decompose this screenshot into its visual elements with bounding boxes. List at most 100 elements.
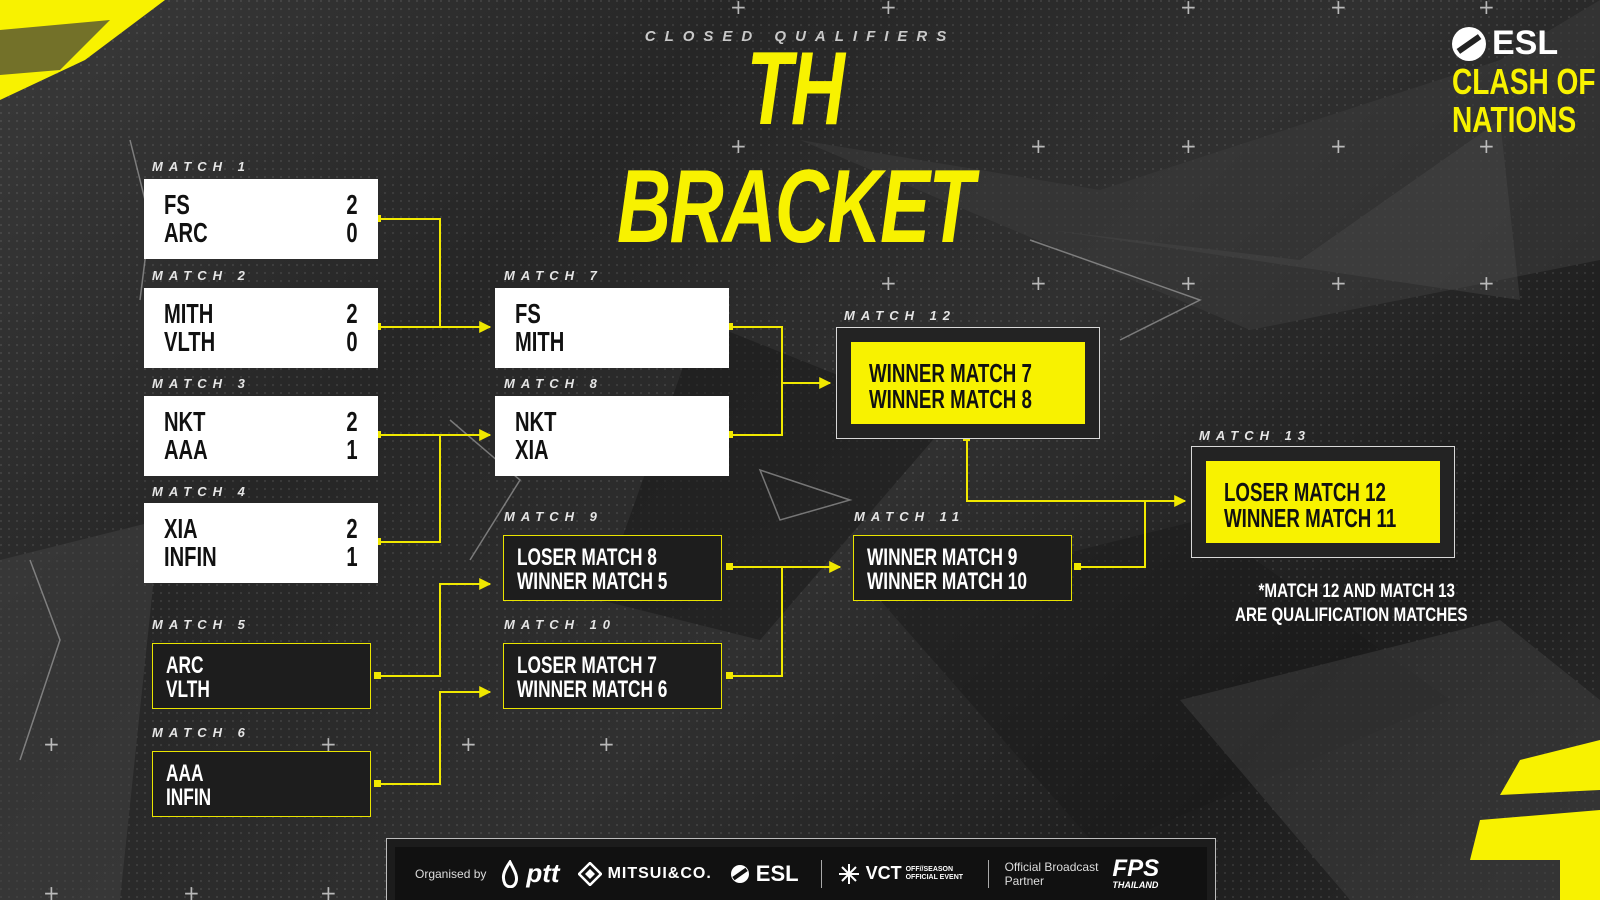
match-9-team-1: LOSER MATCH 8 [517, 544, 657, 571]
bracket-subtitle: CLOSED QUALIFIERS [644, 28, 956, 45]
match-3-team-2: AAA [164, 434, 208, 465]
match-1-team-2: ARC [164, 217, 208, 248]
svg-text:+: + [730, 134, 747, 158]
svg-text:+: + [1478, 0, 1495, 19]
partner-line-2: Partner [1004, 873, 1044, 888]
ptt-logo: ptt [500, 858, 560, 889]
mitsui-wordmark: MITSUI&CO. [607, 864, 712, 882]
fps-subtext: THAILAND [1112, 879, 1159, 890]
corner-shape-top-left [0, 0, 165, 100]
mitsui-diamond-icon [577, 861, 602, 886]
fps-wordmark: FPS [1112, 854, 1160, 882]
vct-star-icon [838, 863, 859, 884]
match-8-team-1: NKT [515, 406, 557, 437]
svg-text:+: + [880, 0, 897, 19]
svg-text:+: + [460, 732, 477, 756]
svg-text:+: + [1330, 134, 1347, 158]
footer-divider-1 [820, 859, 822, 888]
match-4-score-2: 1 [346, 541, 358, 572]
match-2-label: MATCH 2 [152, 268, 251, 283]
match-8-label: MATCH 8 [504, 376, 603, 391]
svg-text:+: + [1478, 271, 1495, 295]
match-2-score-2: 0 [346, 326, 358, 357]
match-2-team-2: VLTH [164, 326, 216, 357]
match-3-team-1: NKT [164, 406, 206, 437]
note-line-1: *MATCH 12 AND MATCH 13 [1258, 581, 1455, 602]
match-5-team-2: VLTH [166, 676, 210, 703]
brand-line-1: CLASH OF [1452, 61, 1596, 102]
match-9-card: LOSER MATCH 8 WINNER MATCH 5 [503, 535, 722, 601]
svg-text:+: + [320, 732, 337, 756]
svg-text:+: + [43, 881, 60, 900]
svg-text:+: + [730, 0, 747, 19]
fps-thailand-logo: FPS THAILAND [1112, 854, 1160, 890]
svg-text:+: + [1330, 271, 1347, 295]
match-7-card: FS MITH [495, 288, 729, 368]
match-12-label: MATCH 12 [844, 308, 957, 323]
partner-line-1: Official Broadcast [1004, 859, 1099, 874]
match-1-score-2: 0 [346, 217, 358, 248]
match-5-label: MATCH 5 [152, 617, 251, 632]
match-6-team-1: AAA [166, 760, 204, 787]
svg-text:+: + [1180, 134, 1197, 158]
vct-logo: VCT OFF//SEASON OFFICIAL EVENT [838, 863, 966, 885]
match-2-team-1: MITH [164, 298, 214, 329]
match-3-score-2: 1 [346, 434, 358, 465]
qualification-note: *MATCH 12 AND MATCH 13 ARE QUALIFICATION… [1180, 580, 1468, 628]
match-7-label: MATCH 7 [504, 268, 603, 283]
match-6-label: MATCH 6 [152, 725, 251, 740]
match-4-label: MATCH 4 [152, 484, 251, 499]
match-4-team-1: XIA [164, 513, 198, 544]
footer-divider-2 [987, 859, 989, 888]
match-10-label: MATCH 10 [504, 617, 617, 632]
match-11-card: WINNER MATCH 9 WINNER MATCH 10 [853, 535, 1072, 601]
svg-text:+: + [598, 732, 615, 756]
match-6-team-2: INFIN [166, 784, 212, 811]
match-6-card: AAA INFIN [152, 751, 371, 817]
match-12-team-2: WINNER MATCH 8 [869, 384, 1032, 414]
footer-esl-wordmark: ESL [755, 860, 799, 886]
match-3-score-1: 2 [346, 406, 358, 437]
brand-line-2: NATIONS [1452, 99, 1577, 140]
ptt-wordmark: ptt [526, 858, 560, 888]
esl-disc-icon-footer [730, 864, 749, 883]
vct-subtext: OFF//SEASON OFFICIAL EVENT [905, 865, 964, 881]
match-13-team-2: WINNER MATCH 11 [1224, 503, 1397, 533]
sponsor-footer: Organised by ptt MITSUI&CO. ESL VCT OFF/… [386, 838, 1216, 900]
match-1-team-1: FS [164, 189, 190, 220]
match-12-card: WINNER MATCH 7 WINNER MATCH 8 [836, 327, 1100, 439]
match-1-label: MATCH 1 [152, 159, 251, 174]
match-11-team-2: WINNER MATCH 10 [867, 568, 1028, 595]
match-10-team-2: WINNER MATCH 6 [517, 676, 668, 703]
bracket-title: TH BRACKET [617, 31, 974, 265]
svg-text:+: + [1478, 134, 1495, 158]
match-4-card: XIA 2 INFIN 1 [144, 503, 378, 583]
match-10-card: LOSER MATCH 7 WINNER MATCH 6 [503, 643, 722, 709]
svg-text:+: + [1030, 134, 1047, 158]
match-4-team-2: INFIN [164, 541, 217, 572]
svg-text:+: + [1030, 271, 1047, 295]
corner-shape-bottom-right-2 [1470, 810, 1600, 900]
match-5-team-1: ARC [166, 652, 204, 679]
svg-text:+: + [880, 271, 897, 295]
match-4-score-1: 2 [346, 513, 358, 544]
match-3-label: MATCH 3 [152, 376, 251, 391]
match-11-label: MATCH 11 [854, 509, 966, 524]
match-2-score-1: 2 [346, 298, 358, 329]
esl-clash-of-nations-logo: ESL CLASH OF NATIONS [1452, 24, 1596, 140]
match-9-label: MATCH 9 [504, 509, 603, 524]
ptt-flame-icon [502, 859, 519, 888]
corner-shape-bottom-right-1 [1500, 740, 1600, 795]
match-9-team-2: WINNER MATCH 5 [517, 568, 668, 595]
match-7-team-2: MITH [515, 326, 565, 357]
match-12-team-1: WINNER MATCH 7 [869, 358, 1032, 388]
svg-text:+: + [1180, 0, 1197, 19]
broadcast-partner-label: Official Broadcast Partner [1005, 860, 1099, 888]
match-11-team-1: WINNER MATCH 9 [867, 544, 1018, 571]
esl-wordmark: ESL [1492, 24, 1559, 62]
svg-text:+: + [1180, 271, 1197, 295]
organised-by-label: Organised by [415, 866, 487, 881]
